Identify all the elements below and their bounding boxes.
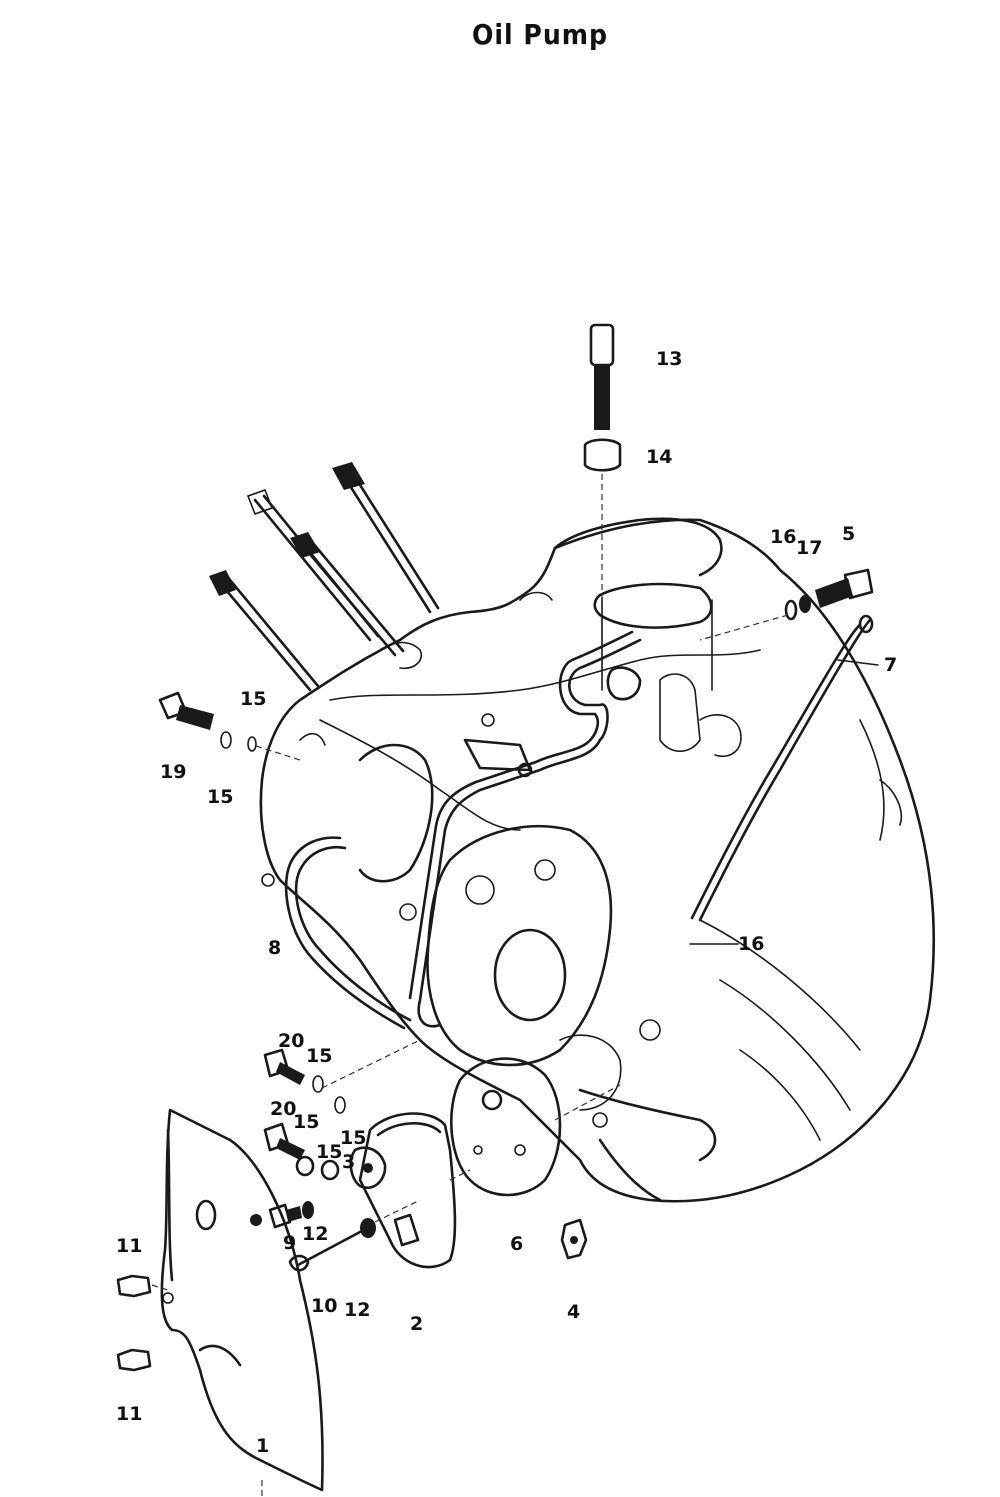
label-15-c: 15 — [306, 1045, 332, 1067]
label-15-a: 15 — [240, 688, 266, 710]
label-11-a: 11 — [116, 1235, 142, 1257]
label-15-d: 15 — [293, 1111, 319, 1133]
bolt-5 — [699, 568, 874, 641]
oil-pipe-bolt — [583, 323, 622, 600]
cylinder-studs — [209, 462, 440, 692]
callout-labels: 13 14 16 17 5 7 15 19 15 16 8 20 15 20 1… — [116, 348, 897, 1457]
pump-plate — [450, 1057, 621, 1197]
label-11-b: 11 — [116, 1403, 142, 1425]
label-4: 4 — [567, 1301, 580, 1323]
label-12-a: 12 — [302, 1223, 328, 1245]
crankcase — [259, 517, 936, 1203]
label-5: 5 — [842, 523, 855, 545]
oil-pipe — [690, 614, 874, 922]
page-title: Oil Pump — [471, 18, 609, 51]
oil-pump-cover — [160, 1108, 324, 1497]
bolts-20 — [263, 1039, 421, 1181]
fitting-4 — [560, 1218, 588, 1260]
label-3: 3 — [342, 1151, 355, 1173]
oil-pump-body — [349, 1112, 471, 1269]
label-16-b: 16 — [738, 933, 764, 955]
label-14: 14 — [646, 446, 672, 468]
label-20-b: 20 — [270, 1098, 296, 1120]
pump-screws — [268, 1199, 421, 1272]
bolt-19 — [158, 691, 301, 761]
label-10: 10 — [311, 1295, 337, 1317]
label-20-a: 20 — [278, 1030, 304, 1052]
label-1: 1 — [256, 1435, 269, 1457]
label-15-f: 15 — [316, 1141, 342, 1163]
label-15-e: 15 — [340, 1127, 366, 1149]
label-2: 2 — [410, 1313, 423, 1335]
label-6: 6 — [510, 1233, 523, 1255]
label-7: 7 — [884, 654, 897, 676]
leader-lines — [689, 659, 879, 945]
label-13: 13 — [656, 348, 682, 370]
cover-screws — [116, 1274, 169, 1372]
label-8: 8 — [268, 937, 281, 959]
label-19: 19 — [160, 761, 186, 783]
label-17: 17 — [796, 537, 822, 559]
label-16: 16 — [770, 526, 796, 548]
label-15-b: 15 — [207, 786, 233, 808]
oil-line-8 — [284, 630, 642, 1030]
label-12-b: 12 — [344, 1299, 370, 1321]
label-9: 9 — [283, 1232, 296, 1254]
